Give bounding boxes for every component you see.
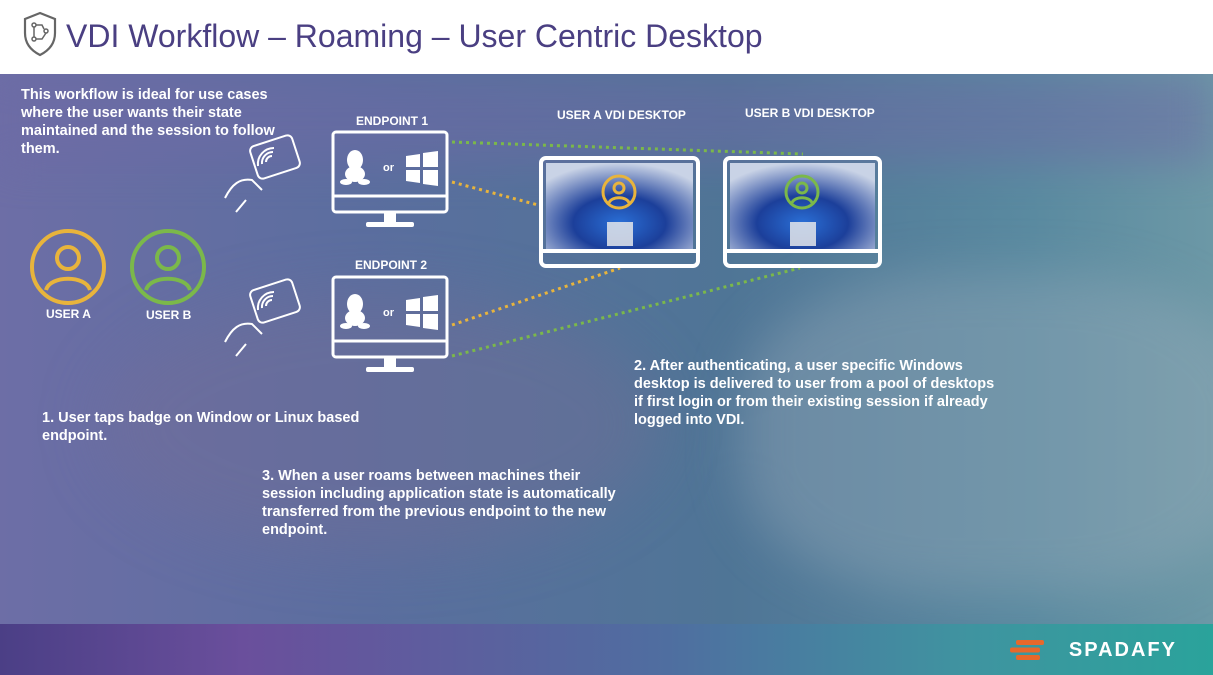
windows-icon [406, 295, 438, 330]
page-title: VDI Workflow – Roaming – User Centric De… [66, 18, 763, 54]
user-a-desktop-avatar-icon [601, 174, 637, 210]
connector-ep2-a [451, 266, 621, 327]
badge-tap-icon-2 [224, 278, 301, 357]
linux-icon [340, 294, 370, 329]
linux-icon [340, 150, 370, 185]
user-b-label: USER B [146, 308, 192, 322]
brand-name: SPADAFY [1068, 639, 1177, 661]
step-1-text: 1. User taps badge on Window or Linux ba… [42, 410, 360, 444]
connector-ep2-b [451, 266, 801, 358]
user-b-vdi-desktop-monitor [723, 156, 882, 268]
endpoint-1-or-label: or [383, 162, 394, 174]
user-b-desktop-label: USER B VDI DESKTOP [745, 106, 875, 120]
user-a-label: USER A [46, 307, 91, 321]
connector-lines [451, 140, 804, 358]
endpoint-1-monitor-icon [331, 130, 449, 227]
windows-icon [406, 151, 438, 186]
user-a-vdi-desktop-monitor [539, 156, 700, 268]
user-b-desktop-avatar-icon [784, 174, 820, 210]
header-bar: VDI Workflow – Roaming – User Centric De… [0, 0, 1213, 74]
user-a-avatar-icon [30, 229, 106, 305]
step-2-text: 2. After authenticating, a user specific… [634, 358, 995, 428]
user-a-desktop-label: USER A VDI DESKTOP [557, 108, 686, 122]
background-photo [0, 74, 1213, 624]
endpoint-2-or-label: or [383, 307, 394, 319]
spadafy-logo-icon [1010, 640, 1044, 660]
footer-bar: SPADAFY [0, 624, 1213, 675]
endpoint-2-monitor-icon [331, 275, 449, 372]
shield-circuit-icon [23, 11, 57, 57]
connector-ep1-a [451, 180, 539, 207]
endpoint-2-label: ENDPOINT 2 [355, 258, 428, 272]
connector-ep1-b [451, 140, 804, 156]
step-3-text: 3. When a user roams between machines th… [262, 468, 616, 538]
badge-tap-icon-1 [224, 134, 301, 213]
intro-text: This workflow is ideal for use cases whe… [21, 87, 275, 157]
user-b-avatar-icon [130, 229, 206, 305]
endpoint-1-label: ENDPOINT 1 [356, 114, 429, 128]
